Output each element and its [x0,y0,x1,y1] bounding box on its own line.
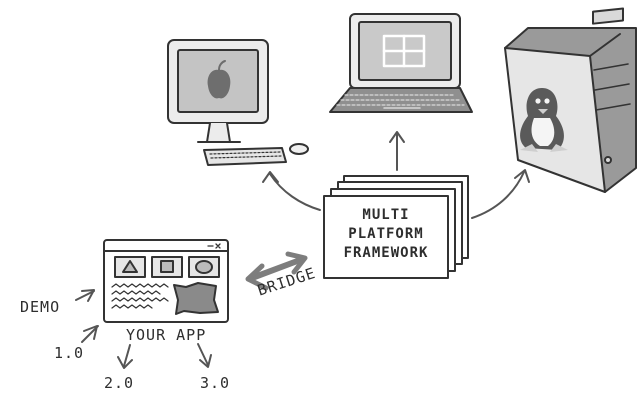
framework-line-1: MULTI [362,207,410,223]
tux-penguin-icon [520,88,568,152]
arrow-to-desktop [269,173,321,211]
framework-line-3: FRAMEWORK [343,245,429,261]
framework-label: MULTI PLATFORM FRAMEWORK [336,206,436,263]
app-window [103,239,229,323]
bridge-arrow-icon [245,251,308,291]
framework-line-2: PLATFORM [348,226,424,242]
apple-logo-icon [207,60,231,99]
version-3-label: 3.0 [200,374,231,392]
windows-logo-icon [382,34,426,68]
app-label: YOUR APP [126,326,207,344]
version-arrows [75,289,212,369]
window-controls-icon [207,243,221,249]
arrow-to-tower [471,171,525,219]
wavy-text-icon [111,283,169,288]
framework-stack [323,175,469,279]
desktop-computer-icon [167,39,309,166]
output-arrows [262,131,530,219]
tower-computer-icon [504,7,637,193]
version-2-label: 2.0 [104,374,135,392]
version-demo-label: DEMO [20,298,61,316]
laptop-computer-icon [329,13,473,113]
version-1-label: 1.0 [54,344,85,362]
mouse-icon [289,143,309,155]
image-placeholder-icon [173,282,219,315]
